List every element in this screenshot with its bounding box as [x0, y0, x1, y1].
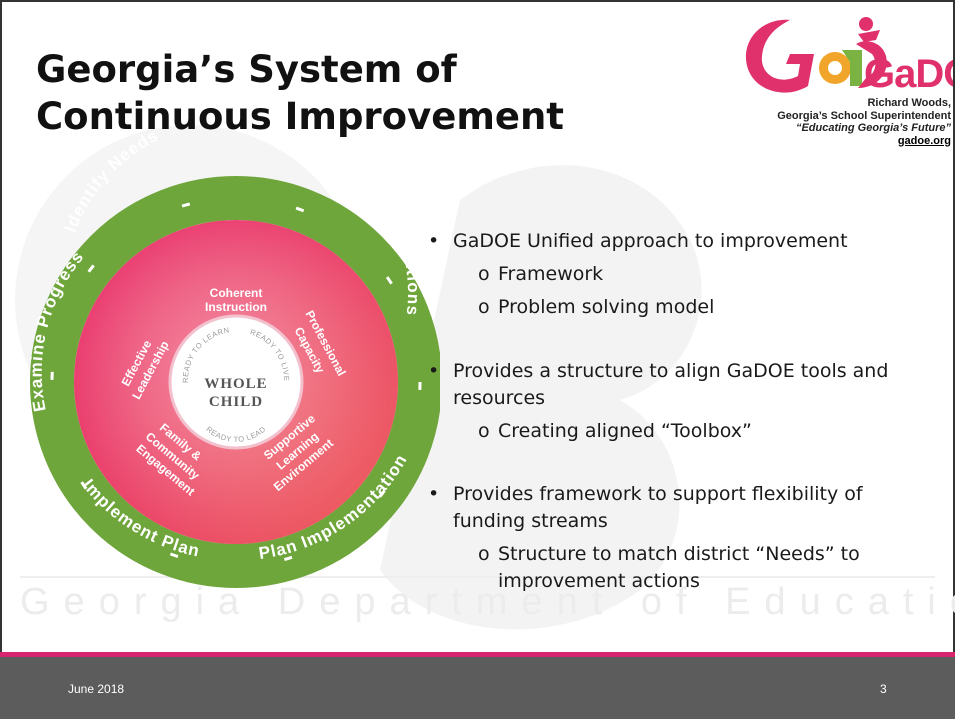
slide-border	[0, 0, 2, 652]
title-line-2: Continuous Improvement	[36, 95, 564, 138]
improvement-cycle-diagram: Identify Needs Select Interventions Plan…	[27, 126, 440, 588]
sub-bullet-text: Structure to match district “Needs” to i…	[498, 543, 860, 592]
footer-date: June 2018	[68, 682, 125, 696]
sub-bullet-marker: o	[478, 296, 490, 318]
sub-bullet-text: Problem solving model	[498, 296, 715, 318]
area-coherent: Coherent	[210, 286, 263, 300]
slide-border	[953, 0, 955, 652]
footer-accent-line	[0, 652, 955, 657]
page-number: 3	[880, 682, 887, 696]
center-child: CHILD	[209, 394, 263, 410]
title-line-1: Georgia’s System of	[36, 48, 457, 91]
bullet-text: Provides framework to support flexibilit…	[453, 483, 863, 532]
logo-tagline: “Educating Georgia’s Future”	[795, 122, 951, 134]
logo-brand: GaDOE	[864, 52, 953, 95]
gadoe-link[interactable]: gadoe.org	[897, 134, 951, 147]
sub-bullet-text: Creating aligned “Toolbox”	[498, 420, 752, 442]
superintendent-role: Georgia’s School Superintendent	[777, 109, 951, 122]
sub-bullet-marker: o	[478, 420, 490, 442]
bullet-text: Provides a structure to align GaDOE tool…	[453, 360, 889, 409]
whole-child-center	[168, 314, 304, 450]
sub-bullet-marker: o	[478, 543, 490, 565]
sub-bullet-marker: o	[478, 263, 490, 285]
center-whole: WHOLE	[204, 376, 267, 392]
slide-footer: June 2018 3	[0, 657, 955, 719]
slide-title: Georgia’s System of Continuous Improveme…	[36, 46, 564, 140]
sub-bullet-text: Framework	[498, 263, 604, 285]
bullet-item: Provides a structure to align GaDOE tool…	[428, 358, 940, 445]
sub-bullet-item: o Framework	[453, 261, 940, 288]
sub-bullet-item: o Problem solving model	[453, 294, 940, 321]
slide-border	[0, 0, 955, 2]
logo-caption: Richard Woods, Georgia’s School Superint…	[777, 97, 951, 147]
sub-bullet-item: o Creating aligned “Toolbox”	[453, 418, 940, 445]
bullet-item: Provides framework to support flexibilit…	[428, 481, 940, 595]
bullet-text: GaDOE Unified approach to improvement	[453, 230, 848, 252]
bullet-item: GaDOE Unified approach to improvement oF…	[428, 228, 940, 321]
sub-bullet-item: o Structure to match district “Needs” to …	[453, 541, 940, 595]
gadoe-logo: GaDOE Richard Woods, Georgia’s School Su…	[738, 10, 953, 205]
superintendent-name: Richard Woods,	[867, 97, 951, 109]
bullet-list: GaDOE Unified approach to improvement oF…	[428, 228, 940, 595]
area-instruction: Instruction	[205, 300, 267, 314]
